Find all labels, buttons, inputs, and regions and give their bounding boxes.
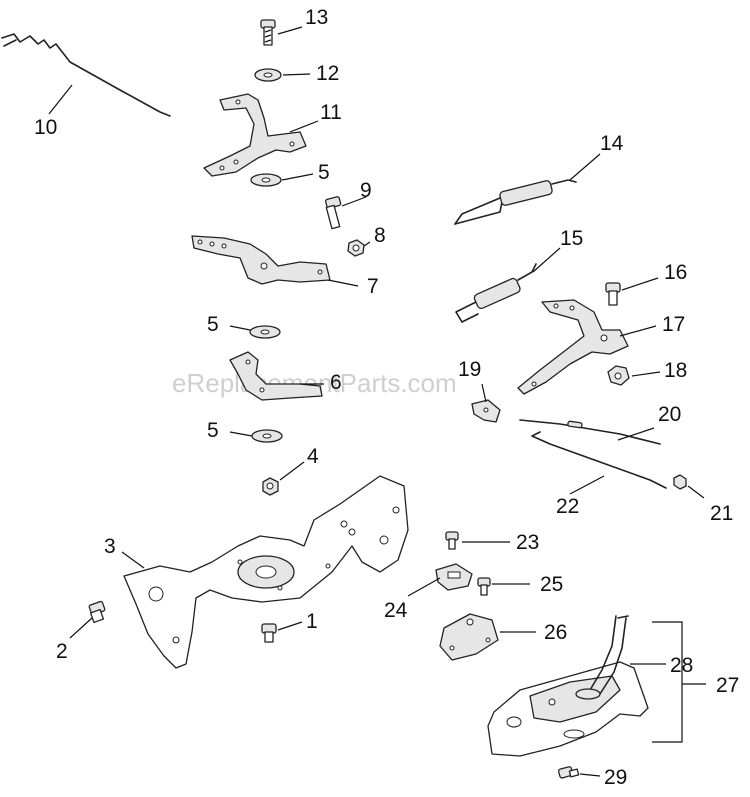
callout-12: 12: [316, 62, 339, 85]
callout-6: 6: [330, 371, 342, 394]
callout-21: 21: [710, 502, 733, 525]
part-25-screw: [477, 577, 491, 596]
part-26-cover-plate: [439, 613, 499, 661]
callout-20: 20: [658, 403, 681, 426]
callout-28: 28: [670, 654, 693, 677]
callout-26: 26: [544, 621, 567, 644]
part-10-governor-rod: [1, 33, 171, 117]
callout-5-lower: 5: [207, 419, 219, 442]
callout-24: 24: [384, 599, 408, 622]
part-13-screw: [260, 19, 276, 46]
callout-27: 27: [716, 674, 739, 697]
part-7-throttle-lever: [191, 235, 331, 285]
part-18-nut: [607, 365, 630, 386]
part-19-clip: [471, 399, 501, 423]
part-14-spring: [454, 179, 577, 225]
part-4-nut: [262, 477, 279, 496]
part-2-screw: [88, 600, 106, 624]
part-5-washer-middle: [249, 325, 281, 339]
callout-14: 14: [600, 132, 624, 155]
callout-labels: 13 12 11 10 5 9 8 7 5 6 5 4 3 2 1 14 15 …: [34, 6, 739, 789]
callout-16: 16: [664, 261, 687, 284]
leader-lines: [48, 26, 706, 777]
part-1-screw: [261, 623, 277, 643]
callout-29: 29: [604, 766, 627, 789]
part-21-nut: [673, 474, 687, 490]
part-15-spring: [455, 263, 537, 323]
part-22-rod: [531, 431, 667, 489]
callout-17: 17: [662, 313, 685, 336]
callout-19: 19: [458, 358, 481, 381]
callout-15: 15: [560, 227, 583, 250]
part-17-control-lever: [517, 299, 629, 395]
part-20-cable: [519, 419, 661, 445]
part-6-lever-plate: [229, 351, 323, 401]
callout-18: 18: [664, 359, 687, 382]
part-3-control-bracket: [123, 475, 409, 669]
part-5-washer-lower: [251, 429, 283, 443]
callout-3: 3: [104, 535, 116, 558]
part-28-levers: [575, 615, 629, 700]
part-27-control-assembly: [487, 661, 649, 757]
callout-4: 4: [307, 445, 319, 468]
callout-11: 11: [320, 101, 342, 124]
part-5-washer-top: [250, 173, 282, 187]
callout-5-middle: 5: [207, 313, 219, 336]
callout-2: 2: [56, 640, 68, 663]
part-24-clamp: [435, 563, 473, 591]
part-11-governor-lever: [203, 93, 307, 177]
part-29-screw: [557, 766, 580, 779]
callout-13: 13: [305, 6, 328, 29]
callout-23: 23: [516, 531, 539, 554]
part-16-bolt: [605, 282, 621, 306]
callout-10: 10: [34, 116, 57, 139]
callout-25: 25: [540, 573, 563, 596]
part-8-nut: [347, 239, 365, 257]
callout-5-top: 5: [318, 161, 330, 184]
callout-22: 22: [556, 495, 579, 518]
part-12-washer: [254, 68, 282, 82]
callout-8: 8: [374, 224, 386, 247]
part-9-bolt: [325, 196, 342, 230]
callout-9: 9: [360, 179, 372, 202]
callout-1: 1: [306, 610, 318, 633]
callout-7: 7: [367, 275, 379, 298]
part-23-screw: [445, 531, 459, 550]
